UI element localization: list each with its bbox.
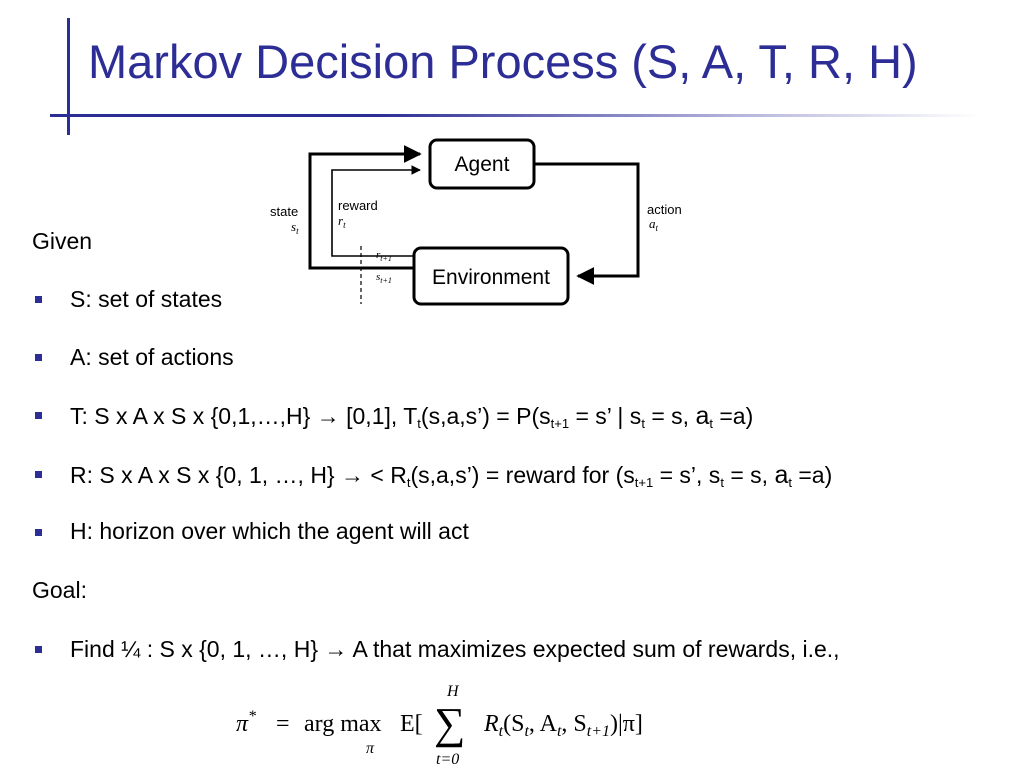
- actions-item: A: set of actions: [70, 344, 234, 370]
- bullet-marker: [35, 471, 42, 478]
- next-reward-var: rt+1: [376, 249, 392, 263]
- formula-sum-lower: t=0: [436, 751, 459, 768]
- arrow-icon: →: [324, 636, 348, 662]
- state-label: state: [270, 204, 298, 219]
- formula-sum-upper: H: [446, 683, 460, 700]
- reward-label: reward: [338, 198, 378, 213]
- bullet-marker: [35, 529, 42, 536]
- goal-label: Goal:: [32, 577, 87, 603]
- action-var: at: [649, 216, 659, 233]
- arrow-icon: →: [341, 462, 365, 488]
- optimal-policy-formula: π* = arg max π E[ H ∑ t=0 Rt(St, At, St+…: [236, 683, 643, 768]
- transition-item: T: S x A x S x {0,1,…,H} → [0,1], Tt(s,a…: [70, 402, 754, 431]
- formula-sum-symbol: ∑: [434, 699, 465, 748]
- bullet-marker: [35, 296, 42, 303]
- bullet-marker: [35, 354, 42, 361]
- state-var: st: [291, 219, 299, 236]
- horizon-item: H: horizon over which the agent will act: [70, 518, 469, 544]
- bullet-marker: [35, 646, 42, 653]
- formula-body: Rt(St, At, St+1)|π]: [483, 711, 643, 740]
- next-state-var: st+1: [376, 271, 392, 285]
- state-arrow: [308, 145, 422, 270]
- formula-lhs: π*: [236, 708, 256, 737]
- action-label: action: [647, 202, 682, 217]
- title-accent-horizontal: [50, 114, 980, 117]
- agent-label: Agent: [455, 153, 510, 176]
- agent-environment-diagram: Agent Environment state st reward rt act…: [270, 138, 682, 306]
- reward-item: R: S x A x S x {0, 1, …, H} → < Rt(s,a,s…: [70, 461, 833, 490]
- reward-arrow: [331, 165, 421, 257]
- title-accent-vertical: [67, 18, 70, 135]
- environment-label: Environment: [432, 266, 550, 289]
- policy-item: Find ¼ : S x {0, 1, …, H} → A that maxim…: [70, 636, 840, 662]
- slide-title: Markov Decision Process (S, A, T, R, H): [88, 35, 918, 88]
- formula-argmax-under: π: [366, 740, 375, 757]
- reward-var: rt: [338, 213, 346, 230]
- arrow-icon: →: [316, 403, 340, 429]
- given-label: Given: [32, 228, 93, 254]
- formula-equals: =: [276, 711, 290, 737]
- states-item: S: set of states: [70, 286, 223, 312]
- formula-argmax: arg max: [304, 711, 382, 737]
- formula-expectation: E[: [400, 711, 423, 737]
- action-arrow: [534, 162, 640, 285]
- environment-box: [412, 246, 570, 306]
- bullet-marker: [35, 412, 42, 419]
